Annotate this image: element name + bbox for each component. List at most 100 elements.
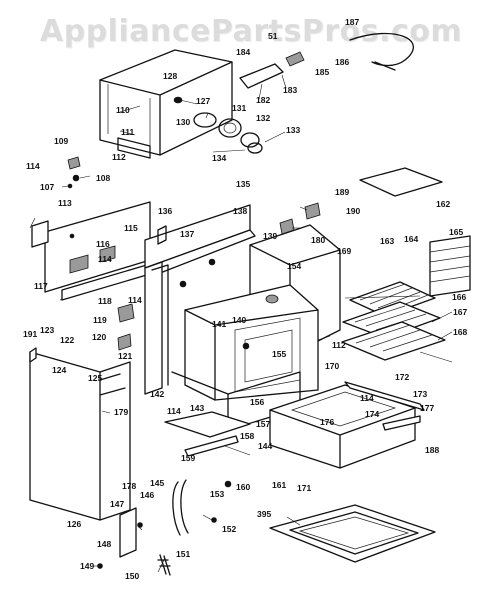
part-190: [279, 218, 295, 235]
part-label: 110: [116, 105, 130, 115]
part-label: 137: [180, 229, 195, 239]
part-label: 165: [449, 227, 464, 237]
part-label: 136: [158, 206, 173, 216]
part-label: 152: [222, 524, 237, 534]
part-label: 174: [365, 409, 380, 419]
part-label: 132: [256, 113, 271, 123]
part-label: 178: [122, 481, 137, 491]
part-label: 172: [395, 372, 410, 382]
part-label: 164: [404, 234, 419, 244]
part-label: 184: [236, 47, 251, 57]
part-label: 190: [346, 206, 361, 216]
part-label: 117: [34, 281, 48, 291]
part-label: 142: [150, 389, 165, 399]
part-label: 123: [40, 325, 55, 335]
part-label: 141: [212, 319, 227, 329]
part-label: 187: [345, 17, 360, 27]
part-label: 114: [98, 254, 112, 264]
control-panel-part: [31, 201, 151, 301]
part-label: 149: [80, 561, 95, 571]
part-label: 126: [67, 519, 82, 529]
storage-drawer-part: [269, 381, 425, 469]
part-label: 154: [287, 261, 302, 271]
part-label: 133: [286, 125, 301, 135]
part-label: 180: [311, 235, 326, 245]
part-label: 131: [232, 103, 247, 113]
part-label: 169: [337, 246, 352, 256]
part-label: 113: [58, 198, 72, 208]
part-label: 112: [332, 340, 346, 350]
part-label: 177: [420, 403, 435, 413]
part-label: 127: [196, 96, 211, 106]
part-label: 121: [118, 351, 133, 361]
part-label: 153: [210, 489, 225, 499]
part-label: 114: [167, 406, 181, 416]
part-label: 143: [190, 403, 205, 413]
part-label: 155: [272, 349, 287, 359]
part-label: 163: [380, 236, 395, 246]
part-label: 146: [140, 490, 155, 500]
part-label: 186: [335, 57, 350, 67]
broiler-pan-part: [269, 504, 436, 563]
part-label: 189: [335, 187, 350, 197]
part-label: 114: [360, 393, 374, 403]
part-label: 160: [236, 482, 251, 492]
part-label: 118: [98, 296, 112, 306]
part-label: 168: [453, 327, 468, 337]
leader-lines: [29, 74, 453, 573]
part-label: 130: [176, 117, 191, 127]
part-label: 173: [413, 389, 428, 399]
part-label: 159: [181, 453, 196, 463]
part-label: 112: [112, 152, 126, 162]
part-label: 167: [453, 307, 468, 317]
part-label: 125: [88, 373, 103, 383]
part-188: [304, 202, 321, 220]
part-label: 170: [325, 361, 340, 371]
part-label: 138: [233, 206, 248, 216]
side-rack-part: [429, 235, 471, 297]
oven-rack-parts: [341, 281, 446, 361]
part-label: 116: [96, 239, 110, 249]
oven-cavity-part: [184, 224, 341, 401]
part-label: 183: [283, 85, 298, 95]
part-label: 128: [163, 71, 178, 81]
top-cabinet-part: [99, 49, 233, 159]
part-label: 162: [436, 199, 451, 209]
part-label: 158: [240, 431, 255, 441]
part-label: 150: [125, 571, 140, 581]
part-label: 182: [256, 95, 271, 105]
part-label: 140: [232, 315, 247, 325]
part-label: 188: [425, 445, 440, 455]
part-label: 107: [40, 182, 55, 192]
hinge-parts: [97, 479, 232, 576]
watermark: AppliancePartsPros.com: [40, 14, 463, 49]
part-label: 191: [23, 329, 38, 339]
side-panel-part: [29, 347, 131, 521]
front-frame-part: [144, 204, 256, 395]
part-label: 124: [52, 365, 67, 375]
cover-plate-part: [359, 167, 443, 197]
part-label: 148: [97, 539, 112, 549]
part-107: [67, 183, 73, 189]
part-121: [117, 333, 132, 351]
part-label: 176: [320, 417, 335, 427]
part-label: 51: [268, 31, 278, 41]
part-label: 109: [54, 136, 69, 146]
gasket-parts: [173, 96, 263, 154]
part-label: 122: [60, 335, 75, 345]
vent-duct-part: [239, 32, 414, 89]
part-109: [67, 156, 81, 170]
part-label: 114: [26, 161, 40, 171]
part-108: [72, 174, 80, 182]
part-label: 120: [92, 332, 107, 342]
part-144: [184, 435, 239, 457]
part-label: 166: [452, 292, 467, 302]
part-label: 144: [258, 441, 273, 451]
part-label: 171: [297, 483, 312, 493]
part-label: 179: [114, 407, 129, 417]
part-label: 147: [110, 499, 125, 509]
part-label: 134: [212, 153, 227, 163]
part-119: [117, 303, 135, 323]
